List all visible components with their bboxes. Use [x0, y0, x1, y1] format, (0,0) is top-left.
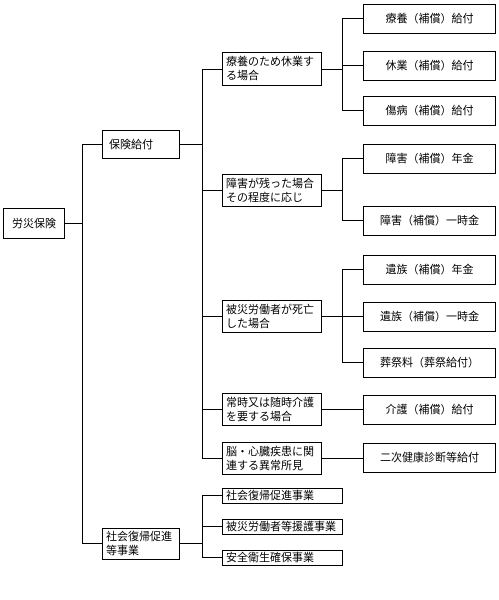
benefit-kyugyo-kyufu: 休業（補償）給付 [363, 51, 496, 81]
benefit-shobyo-kyufu: 傷病（補償）給付 [363, 96, 496, 126]
benefit-izoku-nenkin: 遺族（補償）年金 [363, 255, 496, 285]
benefit-ryoyo-kyufu: 療養（補償）給付 [363, 4, 496, 34]
category-kaigo: 常時又は随時介護を要する場合 [222, 393, 322, 426]
benefit-sosairyo: 葬祭料（葬祭給付） [363, 348, 496, 378]
jigyo-hisai-engo: 被災労働者等援護事業 [222, 519, 343, 535]
benefit-izoku-ichijikin: 遺族（補償）一時金 [363, 302, 496, 332]
category-ryoyo-kyugyo: 療養のため休業する場合 [222, 52, 322, 86]
jigyo-anzen-eisei: 安全衛生確保事業 [222, 550, 343, 566]
category-shogai: 障害が残った場合その程度に応じ [222, 174, 322, 207]
category-nou-shinzo: 脳・心臓疾患に関連する異常所見 [222, 442, 322, 475]
node-shakai-fukki-sokushin: 社会復帰促進等事業 [102, 528, 180, 560]
category-shibo: 被災労働者が死亡した場合 [222, 300, 322, 333]
node-hoken-kyufu: 保険給付 [102, 130, 180, 159]
benefit-shogai-nenkin: 障害（補償）年金 [363, 144, 496, 174]
benefit-shogai-ichijikin: 障害（補償）一時金 [363, 206, 496, 236]
jigyo-shakai-fukki: 社会復帰促進事業 [222, 488, 343, 504]
benefit-niji-kenko-shindan: 二次健康診断等給付 [363, 443, 496, 473]
root-node-rosai-hoken: 労災保険 [3, 208, 65, 239]
benefit-kaigo-kyufu: 介護（補償）給付 [363, 395, 496, 425]
